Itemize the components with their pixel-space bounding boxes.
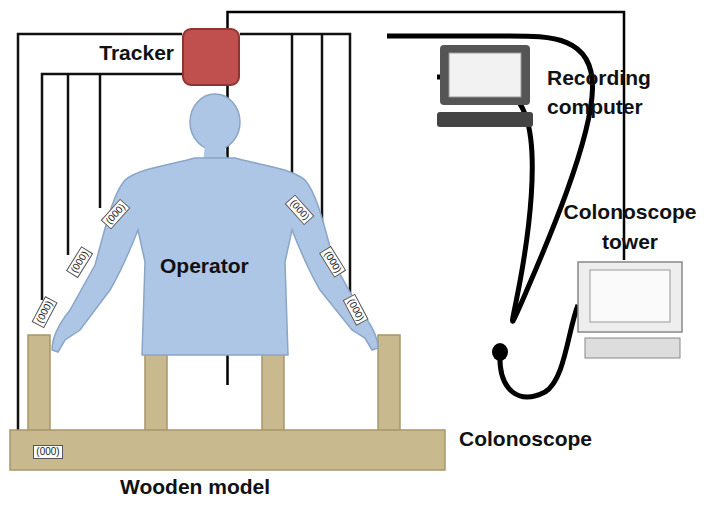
- sensor-label: (000): [33, 445, 62, 459]
- scope-handle: [492, 343, 508, 361]
- computer-label: Recording computer: [547, 63, 697, 122]
- operator-label: Operator: [160, 251, 249, 280]
- edge-label: Colonoscope: [457, 427, 594, 451]
- colonoscope-tower: Colonoscope tower: [576, 260, 684, 360]
- tracker-box: Tracker: [182, 28, 240, 86]
- recording-computer: Recording computer: [437, 45, 533, 127]
- model-label: Wooden model: [120, 472, 270, 501]
- tower-label: Colonoscope tower: [545, 197, 715, 256]
- operator-figure: Operator: [40, 95, 390, 360]
- recording-computer-art: [437, 45, 533, 127]
- tracker-label: Tracker: [99, 38, 174, 67]
- colonoscope-tower-art: [576, 260, 684, 360]
- wooden-model: Wooden model: [10, 385, 445, 470]
- sensor-label: (000): [32, 296, 58, 328]
- operator-figure-art: [40, 95, 390, 360]
